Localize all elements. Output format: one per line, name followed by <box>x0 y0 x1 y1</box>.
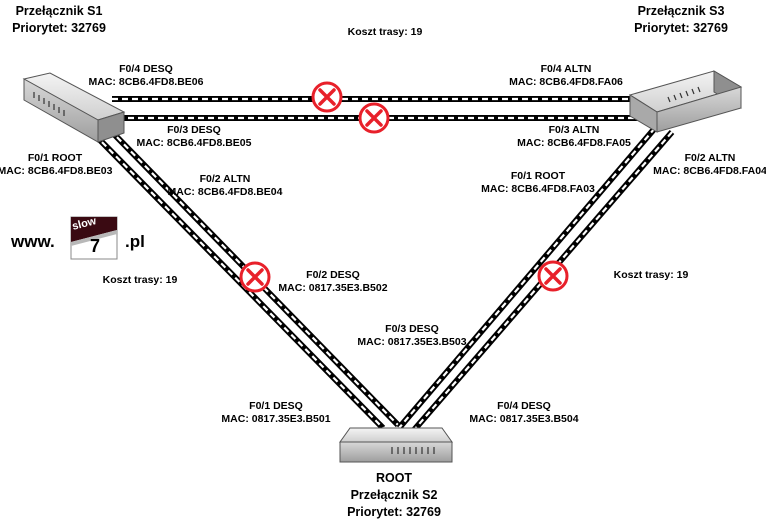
switch-s2-icon <box>339 427 453 463</box>
port-mac: MAC: 8CB6.4FD8.FA03 <box>481 183 595 195</box>
logo-mark-graphic <box>70 216 118 260</box>
port-name: F0/1 DESQ <box>249 400 303 412</box>
port-mac: MAC: 0817.35E3.B501 <box>221 413 331 425</box>
switch-s2-role: ROOT <box>375 471 413 485</box>
port-name: F0/3 DESQ <box>385 323 439 335</box>
port-mac: MAC: 0817.35E3.B502 <box>278 282 388 294</box>
switch-s3-name: Przełącznik S3 <box>637 4 725 18</box>
port-name: F0/4 DESQ <box>497 400 551 412</box>
blocked-marker-right <box>537 260 569 292</box>
port-name: F0/4 DESQ <box>119 63 173 75</box>
blocked-marker-top-1 <box>311 81 343 113</box>
port-mac: MAC: 8CB6.4FD8.BE03 <box>0 165 113 177</box>
port-label-s1-f02: F0/2 ALTN MAC: 8CB6.4FD8.BE04 <box>168 173 283 199</box>
switch-s3-priority: Priorytet: 32769 <box>634 21 728 35</box>
port-label-s3-f04: F0/4 ALTN MAC: 8CB6.4FD8.FA06 <box>509 63 623 89</box>
switch-s2-name: Przełącznik S2 <box>350 488 438 502</box>
switch-s1-icon <box>22 72 126 143</box>
port-mac: MAC: 8CB6.4FD8.FA04 <box>653 165 766 177</box>
port-label-s3-f01: F0/1 ROOT MAC: 8CB6.4FD8.FA03 <box>481 170 595 196</box>
switch-s2-priority: Priorytet: 32769 <box>347 505 441 519</box>
port-label-s1-f03: F0/3 DESQ MAC: 8CB6.4FD8.BE05 <box>137 124 252 150</box>
port-name: F0/2 ALTN <box>684 152 736 164</box>
logo-digit: 7 <box>90 236 101 256</box>
port-label-s2-f02: F0/2 DESQ MAC: 0817.35E3.B502 <box>278 269 387 295</box>
path-cost-left: Koszt trasy: 19 <box>102 274 178 286</box>
path-cost-right: Koszt trasy: 19 <box>613 269 689 281</box>
port-name: F0/2 ALTN <box>199 173 251 185</box>
switch-s3-heading: Przełącznik S3 Priorytet: 32769 <box>634 3 728 37</box>
switch-s1-priority: Priorytet: 32769 <box>12 21 106 35</box>
switch-s3-icon <box>628 70 743 133</box>
switch-s1-name: Przełącznik S1 <box>15 4 103 18</box>
switch-s1-heading: Przełącznik S1 Priorytet: 32769 <box>12 3 106 37</box>
port-label-s1-f04: F0/4 DESQ MAC: 8CB6.4FD8.BE06 <box>89 63 204 89</box>
port-name: F0/2 DESQ <box>306 269 360 281</box>
port-mac: MAC: 0817.35E3.B503 <box>357 336 467 348</box>
port-mac: MAC: 0817.35E3.B504 <box>469 413 579 425</box>
port-name: F0/1 ROOT <box>27 152 83 164</box>
port-mac: MAC: 8CB6.4FD8.BE04 <box>167 186 283 198</box>
port-name: F0/3 DESQ <box>167 124 221 136</box>
logo-prefix: www. <box>11 232 55 251</box>
switch-s2-heading: ROOT Przełącznik S2 Priorytet: 32769 <box>347 470 441 521</box>
logo-suffix: .pl <box>125 232 145 251</box>
port-label-s2-f01: F0/1 DESQ MAC: 0817.35E3.B501 <box>221 400 330 426</box>
logo-mark: slow 7 <box>70 215 118 260</box>
blocked-marker-left <box>239 261 271 293</box>
port-label-s1-f01: F0/1 ROOT MAC: 8CB6.4FD8.BE03 <box>0 152 112 178</box>
port-mac: MAC: 8CB6.4FD8.FA06 <box>509 76 623 88</box>
link-s3-s2-f01 <box>396 126 658 430</box>
port-name: F0/1 ROOT <box>510 170 566 182</box>
port-mac: MAC: 8CB6.4FD8.FA05 <box>517 137 631 149</box>
port-name: F0/4 ALTN <box>540 63 592 75</box>
path-cost-top: Koszt trasy: 19 <box>347 26 423 38</box>
port-name: F0/3 ALTN <box>548 124 600 136</box>
port-label-s2-f04: F0/4 DESQ MAC: 0817.35E3.B504 <box>469 400 578 426</box>
port-label-s3-f03: F0/3 ALTN MAC: 8CB6.4FD8.FA05 <box>517 124 631 150</box>
blocked-marker-top-2 <box>358 102 390 134</box>
port-mac: MAC: 8CB6.4FD8.BE06 <box>88 76 204 88</box>
port-label-s2-f03: F0/3 DESQ MAC: 0817.35E3.B503 <box>357 323 466 349</box>
port-label-s3-f02: F0/2 ALTN MAC: 8CB6.4FD8.FA04 <box>653 152 766 178</box>
port-mac: MAC: 8CB6.4FD8.BE05 <box>136 137 252 149</box>
link-s1-s2-f01 <box>92 132 386 431</box>
